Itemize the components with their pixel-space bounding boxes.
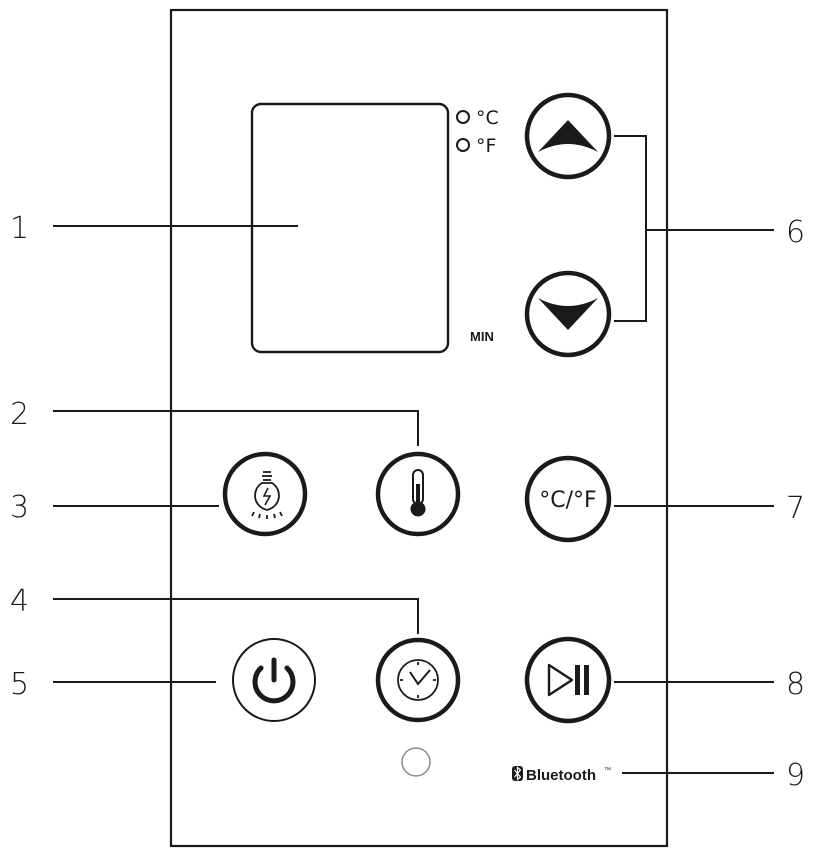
callout-2: 2 [10, 397, 29, 432]
bluetooth-logo: Bluetooth ™ [512, 766, 611, 784]
clock-icon [397, 659, 439, 701]
light-bulb-icon [251, 471, 283, 519]
celsius-indicator-label: °C [476, 107, 499, 129]
bluetooth-trademark: ™ [604, 767, 611, 774]
callout-5: 5 [10, 667, 29, 702]
panel-frame [169, 8, 669, 848]
play-pause-icon [547, 663, 589, 697]
callout-6: 6 [786, 215, 805, 250]
play-pause-button[interactable] [524, 636, 612, 724]
thermometer-icon [410, 469, 426, 517]
power-button[interactable] [232, 638, 316, 722]
unit-toggle-label: °C/°F [539, 488, 596, 513]
unit-toggle-button[interactable]: °C/°F [524, 455, 612, 543]
fahrenheit-indicator-label: °F [476, 135, 496, 157]
display-screen [250, 102, 450, 354]
celsius-indicator-led [456, 110, 470, 124]
timer-button[interactable] [375, 637, 461, 723]
status-led [401, 747, 431, 777]
callout-9: 9 [786, 758, 805, 793]
chevron-up-icon [538, 120, 598, 152]
temperature-button[interactable] [375, 451, 461, 537]
power-icon [252, 657, 296, 704]
leader-line-6 [614, 135, 774, 322]
up-button[interactable] [524, 92, 612, 180]
down-button[interactable] [524, 270, 612, 358]
leader-line-2 [53, 410, 419, 446]
callout-7: 7 [786, 491, 805, 526]
fahrenheit-indicator-led [456, 138, 470, 152]
callout-3: 3 [10, 490, 29, 525]
bluetooth-label: Bluetooth [526, 767, 596, 784]
min-label: MIN [470, 329, 494, 344]
chevron-down-icon [538, 298, 598, 330]
callout-8: 8 [786, 667, 805, 702]
leader-lines [53, 135, 774, 774]
light-button[interactable] [222, 451, 308, 537]
callout-1: 1 [10, 211, 29, 246]
leader-line-4 [53, 598, 419, 634]
callout-4: 4 [10, 584, 29, 619]
